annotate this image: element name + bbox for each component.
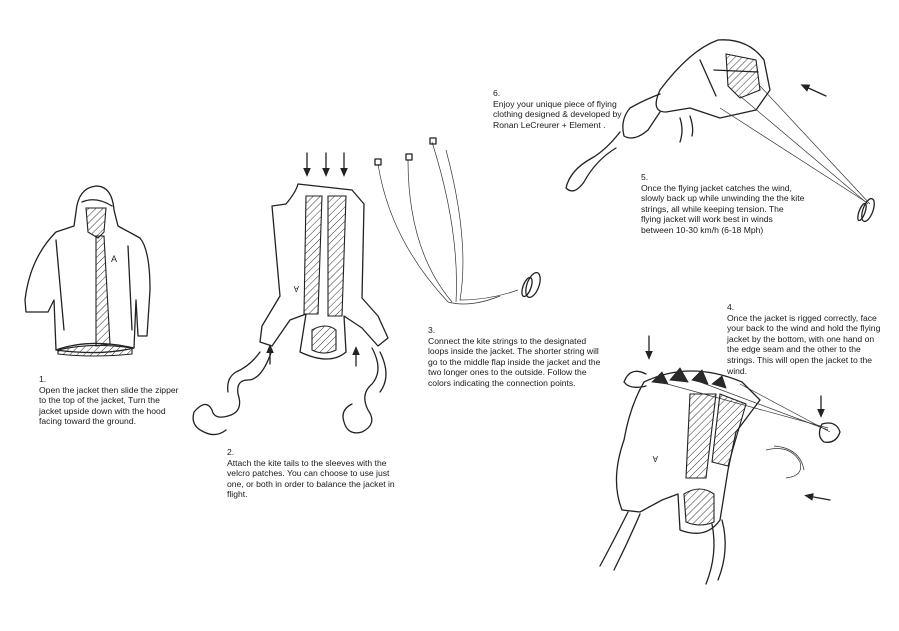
step-5-text: Once the flying jacket catches the wind,…: [641, 182, 805, 235]
step-5-number: 5.: [641, 172, 649, 182]
step-2-number: 2.: [227, 447, 235, 457]
step3-strings-drawing: [374, 137, 541, 305]
step1-panel-letter: A: [111, 254, 117, 264]
step4-panel-letter: A: [652, 454, 658, 463]
step-6-text: Enjoy your unique piece of flying clothi…: [493, 98, 622, 130]
step-3-instructions: 3. Connect the kite strings to the desig…: [428, 325, 603, 389]
step-2-text: Attach the kite tails to the sleeves wit…: [227, 457, 395, 500]
step2-jacket-drawing: A: [192, 152, 389, 436]
step4-rigging-drawing: A: [599, 335, 841, 585]
step-4-text: Once the jacket is rigged correctly, fac…: [727, 312, 881, 376]
step-6-instructions: 6. Enjoy your unique piece of flying clo…: [493, 88, 633, 130]
step1-jacket-drawing: A: [24, 185, 151, 357]
step-6-number: 6.: [493, 88, 501, 98]
step-5-instructions: 5. Once the flying jacket catches the wi…: [641, 172, 806, 236]
step-2-instructions: 2. Attach the kite tails to the sleeves …: [227, 447, 407, 500]
step-3-text: Connect the kite strings to the designat…: [428, 335, 601, 388]
step-1-text: Open the jacket then slide the zipper to…: [39, 384, 179, 427]
step2-panel-letter: A: [293, 284, 299, 293]
step-3-number: 3.: [428, 325, 436, 335]
step-4-number: 4.: [727, 302, 735, 312]
step-4-instructions: 4. Once the jacket is rigged correctly, …: [727, 302, 887, 376]
step-1-instructions: 1. Open the jacket then slide the zipper…: [39, 374, 184, 427]
step-1-number: 1.: [39, 374, 47, 384]
step5-flying-drawing: [565, 39, 875, 223]
